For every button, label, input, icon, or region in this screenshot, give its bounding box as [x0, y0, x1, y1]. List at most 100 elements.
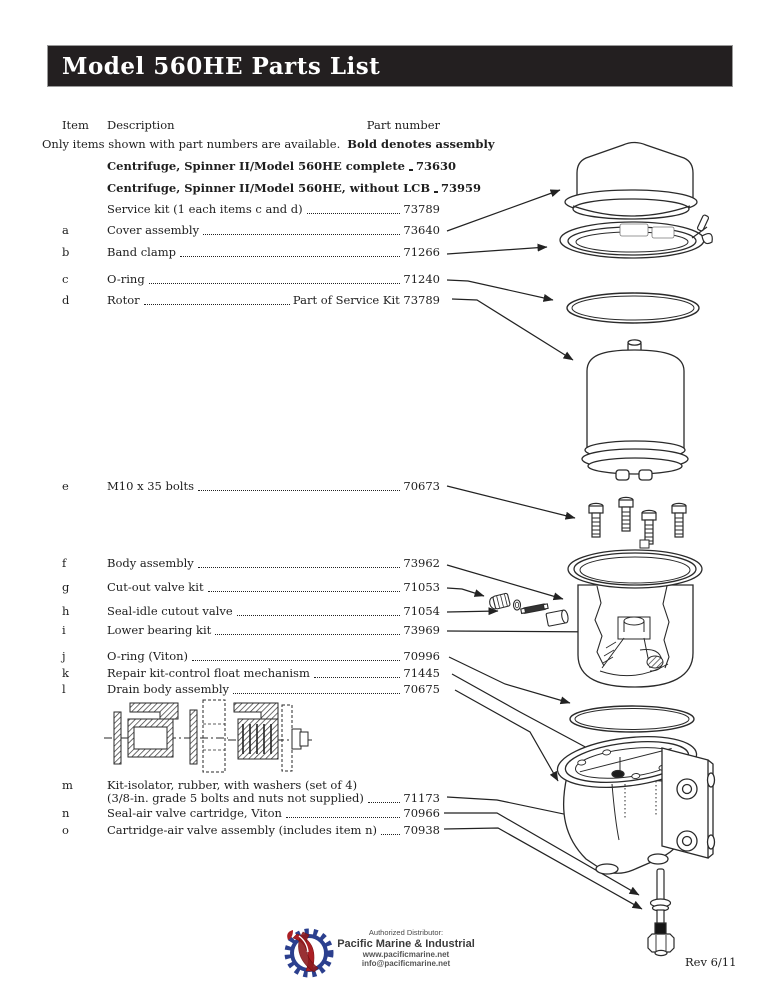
dot-leader	[306, 203, 401, 214]
row-part-number: 70966	[403, 806, 440, 820]
row-part-number: 70938	[403, 823, 440, 837]
cover-assembly-drawing	[564, 141, 698, 220]
row-item-letter: g	[62, 580, 70, 594]
title-bar: Model 560HE Parts List	[47, 45, 733, 87]
col-item-header: Item	[62, 118, 89, 132]
dot-leader	[233, 683, 401, 694]
row-item-letter: f	[62, 556, 67, 570]
band-clamp-drawing	[559, 214, 713, 259]
note-bold: Bold denotes assembly	[347, 137, 495, 151]
dot-leader	[197, 480, 401, 491]
dot-leader	[215, 624, 401, 635]
row-part-number: 73959	[441, 181, 482, 195]
table-row: k Repair kit-control float mechanism 71445	[62, 667, 440, 680]
dot-leader	[179, 246, 401, 257]
row-part-number: 71445	[403, 666, 440, 680]
row-description: Rotor	[107, 293, 140, 307]
row-part-number: 71053	[403, 580, 440, 594]
row-item-letter: a	[62, 223, 69, 237]
distributor-email: info@pacificmarine.net	[361, 959, 451, 968]
row-description: Seal-idle cutout valve	[107, 604, 233, 618]
table-row: f Body assembly 73962	[62, 557, 440, 570]
row-description: O-ring	[107, 272, 145, 286]
table-row-continuation: (3/8-in. grade 5 bolts and nuts not supp…	[62, 792, 440, 805]
dot-leader	[380, 824, 401, 835]
row-part-number: 73969	[403, 623, 440, 637]
row-description: Repair kit-control float mechanism	[107, 666, 310, 680]
distributor-website: www.pacificmarine.net	[362, 950, 450, 959]
o-ring-drawing	[566, 292, 700, 324]
dot-leader	[408, 160, 413, 171]
distributor-company-name: Pacific Marine & Industrial	[337, 938, 475, 950]
col-part-header: Part number	[366, 118, 440, 132]
revision-label: Rev 6/11	[685, 955, 737, 969]
row-item-letter: o	[62, 823, 69, 837]
dot-leader	[203, 224, 401, 235]
table-row: Centrifuge, Spinner II/Model 560HE, with…	[62, 181, 481, 195]
row-item-letter: e	[62, 479, 69, 493]
row-item-letter: j	[62, 649, 66, 663]
page-title: Model 560HE Parts List	[62, 52, 381, 80]
isolator-cross-section-drawing	[104, 699, 312, 773]
row-description: Cut-out valve kit	[107, 580, 204, 594]
dot-leader	[207, 581, 401, 592]
dot-leader	[143, 294, 290, 305]
table-row: i Lower bearing kit 73969	[62, 624, 440, 637]
row-part-number: 71266	[403, 245, 440, 259]
row-description: M10 x 35 bolts	[107, 479, 194, 493]
row-part-number: 71173	[403, 791, 440, 805]
dot-leader	[197, 557, 401, 568]
row-part-number: 70675	[403, 682, 440, 696]
m10-bolts-drawing	[588, 496, 687, 545]
dot-leader	[434, 182, 439, 193]
authorized-distributor-label: Authorized Distributor:	[368, 928, 444, 937]
dot-leader	[236, 605, 401, 616]
table-row: m Kit-isolator, rubber, with washers (set…	[62, 779, 440, 792]
availability-note: Only items shown with part numbers are a…	[42, 137, 495, 151]
row-part-number: 71240	[403, 272, 440, 286]
row-description: Cartridge-air valve assembly (includes i…	[107, 823, 377, 837]
row-item-letter: c	[62, 272, 69, 286]
row-item-letter: i	[62, 623, 66, 637]
distributor-block: Authorized Distributor: Pacific Marine &…	[333, 928, 479, 968]
table-row: c O-ring 71240	[62, 273, 440, 286]
table-row: Service kit (1 each items c and d) 73789	[62, 203, 440, 216]
row-item-letter: l	[62, 682, 66, 696]
row-part-number: Part of Service Kit 73789	[292, 293, 440, 307]
column-headers: Item Description Part number	[62, 118, 440, 132]
table-row: o Cartridge-air valve assembly (includes …	[62, 824, 440, 837]
row-description: Centrifuge, Spinner II/Model 560HE, with…	[107, 181, 431, 195]
dot-leader	[192, 650, 401, 661]
row-item-letter: m	[62, 778, 73, 792]
row-description: Seal-air valve cartridge, Viton	[107, 806, 282, 820]
row-item-letter: n	[62, 806, 70, 820]
body-assembly-drawing	[567, 539, 703, 688]
col-description-header: Description	[107, 118, 175, 132]
row-description: Body assembly	[107, 556, 194, 570]
note-text: Only items shown with part numbers are a…	[42, 137, 341, 151]
row-description: (3/8-in. grade 5 bolts and nuts not supp…	[107, 791, 364, 805]
o-ring-viton-drawing	[569, 705, 695, 733]
row-description: Kit-isolator, rubber, with washers (set …	[107, 778, 358, 792]
rotor-drawing	[581, 339, 689, 481]
table-row: n Seal-air valve cartridge, Viton 70966	[62, 807, 440, 820]
row-description: Lower bearing kit	[107, 623, 212, 637]
row-part-number: 73640	[403, 223, 440, 237]
drain-body-drawing	[556, 736, 716, 875]
row-part-number: 73789	[403, 202, 440, 216]
row-part-number: 73630	[415, 159, 456, 173]
dot-leader	[313, 667, 401, 678]
air-valve-drawing	[647, 868, 675, 957]
row-description: Service kit (1 each items c and d)	[107, 202, 303, 216]
row-item-letter: k	[62, 666, 69, 680]
row-part-number: 73962	[403, 556, 440, 570]
